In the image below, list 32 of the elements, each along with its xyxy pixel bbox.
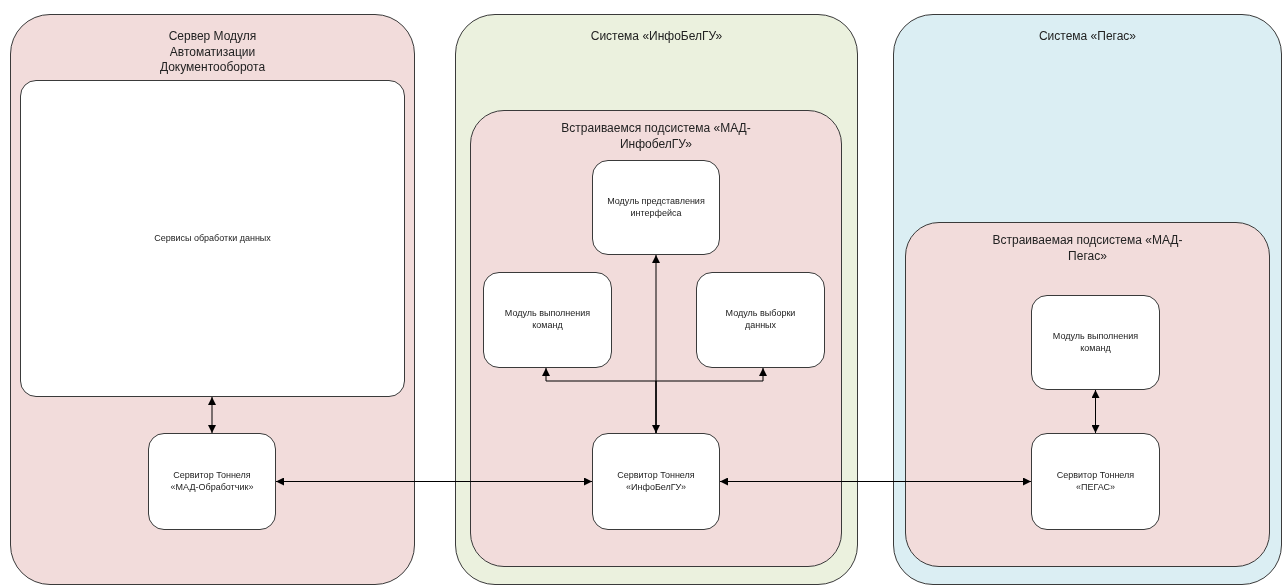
node-label: Сервитор Тоннеля «ИнфоБелГУ»: [616, 469, 696, 494]
module-box: [1031, 295, 1160, 390]
node-label: Сервер Модуля Автоматизации Документооборота: [158, 29, 267, 76]
node-label: Встраиваемая подсистема «МАД-Пегас»: [991, 233, 1184, 265]
system-panel: [10, 14, 415, 585]
node-label: Модуль выборки данных: [724, 308, 797, 332]
node-label: Встраиваемся подсистема «МАД-ИнфобелГУ»: [560, 121, 752, 153]
node-label: Модуль выполнения команд: [1051, 330, 1140, 355]
connector-arrow: [652, 254, 660, 434]
module-box: [483, 272, 612, 368]
subsystem-panel: [905, 222, 1270, 567]
connector-arrow: [275, 477, 593, 486]
node-label: Система «Пегас»: [1038, 29, 1137, 45]
connector-arrow: [719, 477, 1032, 486]
system-panel: [455, 14, 858, 585]
system-panel: [893, 14, 1282, 585]
subsystem-panel: [470, 110, 842, 567]
module-box: [148, 433, 276, 530]
node-label: Сервисы обработки данных: [154, 232, 271, 245]
module-box: [592, 160, 720, 255]
node-label: Сервитор Тоннеля «ПЕГАС»: [1055, 469, 1136, 494]
module-box: [696, 272, 825, 368]
node-label: Модуль представления интерфейса: [606, 195, 706, 220]
node-label: Система «ИнфоБелГУ»: [590, 29, 723, 45]
module-box: [1031, 433, 1160, 530]
module-box: [20, 80, 405, 397]
module-box: [592, 433, 720, 530]
connector-arrow: [1091, 389, 1100, 434]
node-label: Сервитор Тоннеля «МАД-Обработчик»: [169, 469, 255, 494]
node-label: Модуль выполнения команд: [503, 308, 592, 332]
connector-arrow: [655, 367, 767, 434]
connector-arrow: [208, 396, 216, 434]
